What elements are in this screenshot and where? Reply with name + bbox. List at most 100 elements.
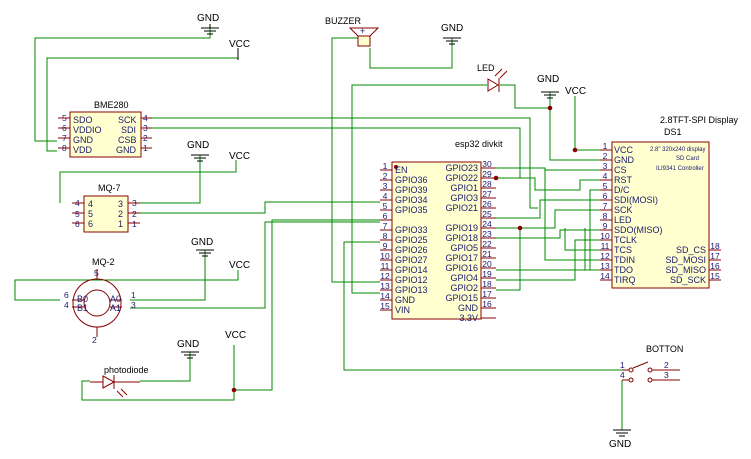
esp32-right-pins: 30GPIO2329GPIO2228GPIO127GPIO326GPIO2125…: [445, 159, 496, 323]
pin-number: 5: [603, 181, 608, 191]
tft-info: 2.8" 320x240 display: [650, 147, 706, 153]
gnd-label: GND: [191, 237, 213, 248]
pin-number: 9: [383, 241, 388, 251]
pin-number: 26: [482, 199, 492, 209]
pin-label: GND: [116, 145, 137, 155]
pin-number: 4: [383, 191, 388, 201]
pin-number: 29: [482, 169, 492, 179]
pin-label: GPIO33: [395, 225, 428, 235]
pin-number: 25: [482, 209, 492, 219]
pin-label: VCC: [614, 145, 634, 155]
pin-number: 1: [383, 161, 388, 171]
wires: [14, 28, 623, 430]
pin-number: 13: [380, 281, 390, 291]
pin-number: 16: [710, 261, 720, 271]
pin-label: 4: [88, 199, 93, 209]
pin-number: 5: [383, 201, 388, 211]
pin-number: 8: [383, 231, 388, 241]
pin-label: VDD: [73, 145, 93, 155]
photodiode: photodiode: [90, 365, 149, 398]
gnd-label: GND: [609, 439, 631, 450]
pin-label: GPIO25: [395, 235, 428, 245]
pin-number: 10: [380, 251, 390, 261]
pin-label: LED: [614, 215, 632, 225]
pin-label: SD_SCK: [670, 275, 706, 285]
pin-number: 12: [600, 251, 610, 261]
pin-number: 1: [131, 290, 136, 300]
pin-label: TDO: [614, 265, 633, 275]
pin-label: SCK: [614, 205, 633, 215]
pin-label: GND: [395, 295, 416, 305]
pin-label: GPIO21: [445, 203, 478, 213]
pin-label: GPIO3: [450, 193, 478, 203]
pin-label: GPIO19: [445, 223, 478, 233]
pin-label: 2: [118, 209, 123, 219]
tft-info: ILI9341 Controller: [656, 166, 704, 172]
pin-label: GPIO12: [395, 275, 428, 285]
pin-label: VIN: [395, 305, 410, 315]
pin-label: 6: [88, 219, 93, 229]
pin-label: GPIO34: [395, 195, 428, 205]
pin-label: GPIO15: [445, 293, 478, 303]
mq7-sensor: MQ-7 4 5 6 4 5 6 3 2 1 3 2 1: [72, 183, 140, 233]
vcc-label: VCC: [565, 86, 586, 97]
pin-number: 4: [64, 300, 69, 310]
tft-designator: DS1: [664, 127, 682, 137]
pin-number: 2: [603, 151, 608, 161]
tft-title: 2.8TFT-SPI Display: [660, 115, 739, 125]
pin-number: 16: [482, 299, 492, 309]
pin-number: 5: [94, 268, 99, 278]
pin-label: CS: [614, 165, 627, 175]
pin-label: 3: [118, 199, 123, 209]
pin-label: SD_CS: [676, 245, 706, 255]
pin-number: 1: [603, 141, 608, 151]
pin-label: GPIO18: [445, 233, 478, 243]
pin-number: 10: [600, 231, 610, 241]
pin-number: 3: [131, 300, 136, 310]
pin-number: 23: [482, 229, 492, 239]
led-title: LED: [477, 63, 495, 73]
button-title: BOTTON: [646, 344, 683, 354]
pin-label: SDO(MISO): [614, 225, 663, 235]
pin-number: 30: [482, 159, 492, 169]
pin-number: 17: [710, 251, 720, 261]
pin-label: GND: [73, 135, 94, 145]
pin-label: GPIO35: [395, 205, 428, 215]
pin-label: A0: [110, 294, 121, 304]
vcc-label: VCC: [229, 260, 250, 271]
tft-display: 2.8TFT-SPI Display DS1 2.8" 320x240 disp…: [600, 115, 739, 289]
pin-number: 11: [601, 241, 610, 251]
junctions: [231, 105, 578, 393]
pin-label: GPIO14: [395, 265, 428, 275]
pin-number: 18: [710, 241, 720, 251]
pin-label: VDDIO: [73, 125, 102, 135]
pin-label: GPIO22: [445, 173, 478, 183]
pin-number: 1: [132, 219, 137, 229]
pin-label: GPIO2: [450, 283, 478, 293]
pin-number: 9: [603, 221, 608, 231]
pin-number: 11: [381, 261, 390, 271]
pin-label: D/C: [614, 185, 630, 195]
mq2-sensor: MQ-2 6 4 1 3 B0 B1 A0 A1 5 2: [64, 257, 136, 345]
pin-label: GPIO39: [395, 185, 428, 195]
pin-label: TDIN: [614, 255, 635, 265]
pin-label: GND: [458, 303, 479, 313]
pin-label: GPIO16: [445, 263, 478, 273]
push-button: BOTTON 1 2 3 4: [620, 344, 683, 383]
gnd-label: GND: [177, 339, 199, 350]
pin-label: SD_MISO: [665, 265, 706, 275]
pin-number: 18: [482, 279, 492, 289]
gnd-label: GND: [187, 140, 209, 151]
vcc-label: VCC: [229, 39, 250, 50]
pin-number: 21: [482, 249, 492, 259]
pin-number: 6: [383, 211, 388, 221]
pin-number: 1: [620, 360, 625, 370]
vcc-label: VCC: [229, 151, 250, 162]
buzzer: BUZZER +: [325, 16, 380, 47]
pin-number: 4: [603, 171, 608, 181]
pin-number: 13: [600, 261, 610, 271]
pin-number: 2: [132, 209, 137, 219]
